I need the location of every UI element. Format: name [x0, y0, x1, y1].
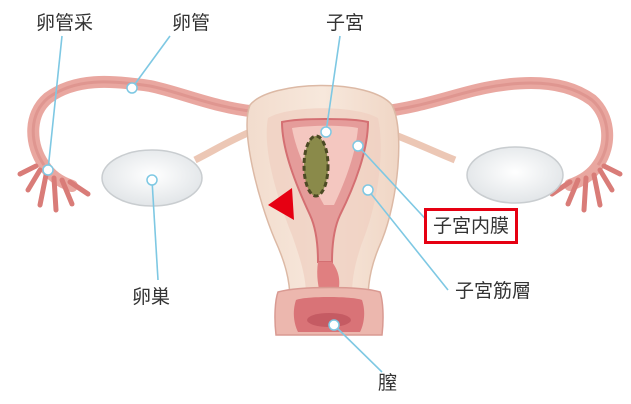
- label-vagina: 膣: [378, 374, 397, 393]
- label-endometrium: 子宮内膜: [424, 208, 518, 244]
- label-fallopian-tube: 卵管: [172, 14, 210, 33]
- right-ovary: [467, 147, 563, 203]
- label-fallopian-fimbriae: 卵管采: [36, 14, 93, 33]
- label-uterus: 子宮: [326, 14, 364, 33]
- label-ovary: 卵巣: [132, 288, 170, 307]
- label-myometrium: 子宮筋層: [455, 282, 531, 301]
- lesion-marker: [304, 136, 328, 196]
